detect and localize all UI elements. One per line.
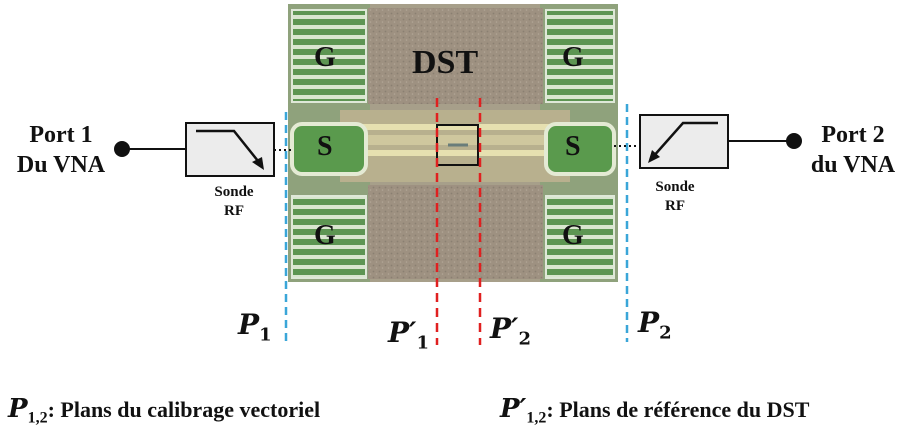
- legend-right-sub: 1,2: [526, 409, 547, 427]
- top-center-pad: [368, 8, 543, 104]
- plane-p1-ref-label: P′1: [388, 316, 429, 354]
- pad-g-top-left: [291, 9, 367, 103]
- pad-label-s-right: S: [565, 131, 581, 162]
- plane-p1-ref-symbol: P′: [388, 316, 417, 349]
- port1-label: Port 1 Du VNA: [2, 120, 120, 180]
- plane-p1-ref-sub: 1: [416, 332, 429, 354]
- probe-left-arrow: [196, 129, 263, 167]
- pad-label-g-top-left: G: [314, 42, 336, 73]
- dut-label: DST: [412, 44, 479, 81]
- plane-p2-symbol: P: [638, 306, 660, 339]
- plane-p1-sub: 1: [259, 324, 272, 346]
- chip-photo: [288, 4, 618, 282]
- legend-calibration-planes: P1,2: Plans du calibrage vectoriel: [8, 394, 320, 427]
- legend-right-text: : Plans de référence du DST: [546, 397, 810, 422]
- probe-left-line2: RF: [224, 203, 244, 219]
- pad-g-bottom-left: [291, 195, 367, 279]
- plane-p1-symbol: P: [238, 308, 260, 341]
- probe-left-label: Sonde RF: [196, 183, 272, 221]
- port2-label: Port 2 du VNA: [798, 120, 905, 180]
- plane-p2-label: P2: [638, 306, 672, 344]
- pad-g-top-right: [545, 9, 615, 103]
- probe-right-label: Sonde RF: [640, 178, 710, 216]
- pad-label-g-top-right: G: [562, 42, 584, 73]
- port2-line2: du VNA: [810, 152, 896, 178]
- pad-s-right: [544, 122, 616, 176]
- plane-p2-ref-symbol: P′: [490, 312, 519, 345]
- pad-label-s-left: S: [317, 131, 333, 162]
- plane-p1-label: P1: [238, 308, 272, 346]
- legend-left-symbol: P: [8, 394, 28, 424]
- plane-p2-ref-label: P′2: [490, 312, 531, 350]
- probe-right-arrow: [651, 121, 718, 159]
- probe-left-line1: Sonde: [214, 184, 254, 200]
- legend-left-text: : Plans du calibrage vectoriel: [47, 397, 321, 422]
- plane-p2-sub: 2: [659, 322, 672, 344]
- pad-s-left: [290, 122, 368, 176]
- legend-left-sub: 1,2: [27, 409, 48, 427]
- port1-line2: Du VNA: [16, 152, 106, 178]
- legend-right-symbol: P′: [500, 394, 527, 424]
- probe-right-line1: Sonde: [655, 179, 695, 195]
- plane-p2-ref-sub: 2: [518, 328, 531, 350]
- pad-label-g-bottom-left: G: [314, 220, 336, 251]
- port2-line1: Port 2: [821, 122, 885, 148]
- probe-right-line2: RF: [665, 198, 685, 214]
- bottom-center-pad: [368, 185, 543, 279]
- port1-line1: Port 1: [29, 122, 93, 148]
- legend-reference-planes: P′1,2: Plans de référence du DST: [500, 394, 809, 427]
- pad-label-g-bottom-right: G: [562, 220, 584, 251]
- pad-g-bottom-right: [545, 195, 615, 279]
